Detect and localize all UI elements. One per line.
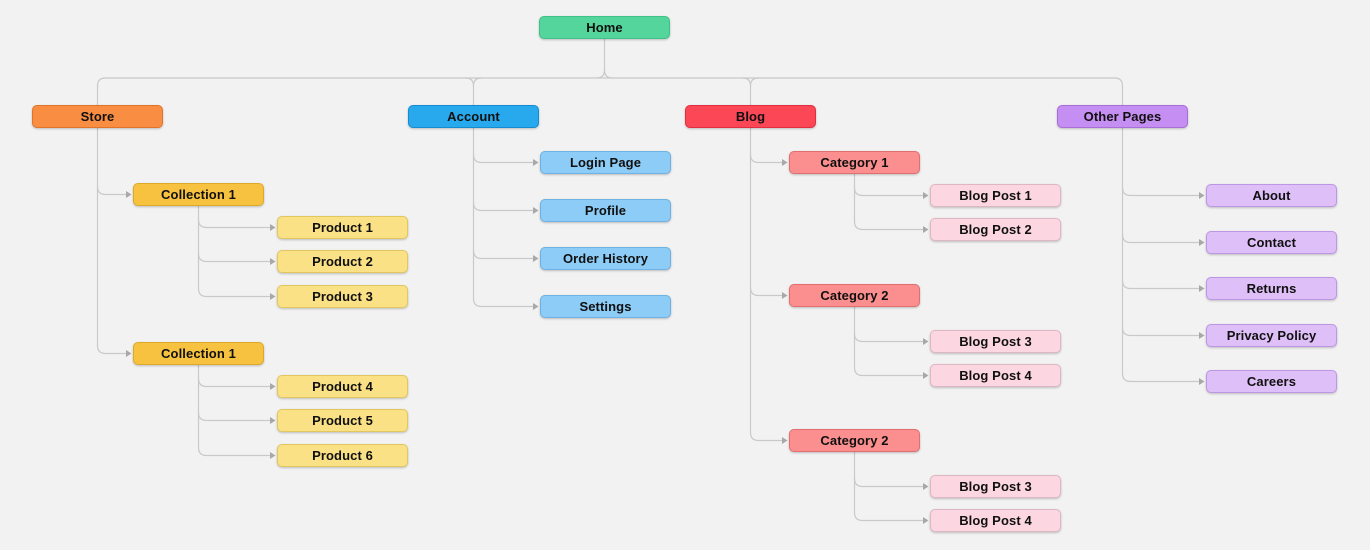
node-label: Careers [1246, 374, 1297, 389]
node-label: Settings [579, 299, 632, 314]
node-label: Blog Post 2 [959, 222, 1032, 237]
node-label: Profile [584, 203, 627, 218]
node-label: Product 3 [312, 289, 373, 304]
node-contact[interactable]: Contact [1206, 231, 1337, 254]
node-label: Returns [1246, 281, 1297, 296]
node-label: Blog [735, 109, 766, 124]
node-label: Category 2 [820, 433, 889, 448]
node-label: Blog Post 4 [959, 368, 1032, 383]
node-label: Collection 1 [161, 346, 236, 361]
node-category-1[interactable]: Category 1 [789, 151, 920, 174]
node-product-4[interactable]: Product 4 [277, 375, 408, 398]
node-label: Privacy Policy [1226, 328, 1317, 343]
node-blog-post-4a[interactable]: Blog Post 4 [930, 364, 1061, 387]
node-privacy-policy[interactable]: Privacy Policy [1206, 324, 1337, 347]
node-label: Category 1 [820, 155, 889, 170]
node-store[interactable]: Store [32, 105, 163, 128]
node-product-1[interactable]: Product 1 [277, 216, 408, 239]
node-account[interactable]: Account [408, 105, 539, 128]
node-order-history[interactable]: Order History [540, 247, 671, 270]
node-product-6[interactable]: Product 6 [277, 444, 408, 467]
node-label: Blog Post 3 [959, 479, 1032, 494]
node-blog-post-2[interactable]: Blog Post 2 [930, 218, 1061, 241]
node-label: Login Page [569, 155, 642, 170]
node-blog-post-3a[interactable]: Blog Post 3 [930, 330, 1061, 353]
node-label: Collection 1 [161, 187, 236, 202]
node-label: Home [586, 20, 623, 35]
node-blog-post-3b[interactable]: Blog Post 3 [930, 475, 1061, 498]
node-careers[interactable]: Careers [1206, 370, 1337, 393]
node-label: Product 6 [312, 448, 373, 463]
node-label: Blog Post 4 [959, 513, 1032, 528]
node-label: Category 2 [820, 288, 889, 303]
node-label: Contact [1246, 235, 1297, 250]
node-collection-1b[interactable]: Collection 1 [133, 342, 264, 365]
node-blog-post-1[interactable]: Blog Post 1 [930, 184, 1061, 207]
node-label: Store [80, 109, 115, 124]
node-label: About [1252, 188, 1291, 203]
node-login-page[interactable]: Login Page [540, 151, 671, 174]
node-product-3[interactable]: Product 3 [277, 285, 408, 308]
node-label: Account [447, 109, 500, 124]
node-product-2[interactable]: Product 2 [277, 250, 408, 273]
node-other-pages[interactable]: Other Pages [1057, 105, 1188, 128]
node-label: Blog Post 3 [959, 334, 1032, 349]
node-label: Product 4 [312, 379, 373, 394]
node-label: Product 2 [312, 254, 373, 269]
node-settings[interactable]: Settings [540, 295, 671, 318]
node-label: Other Pages [1083, 109, 1162, 124]
node-profile[interactable]: Profile [540, 199, 671, 222]
node-blog-post-4b[interactable]: Blog Post 4 [930, 509, 1061, 532]
node-collection-1a[interactable]: Collection 1 [133, 183, 264, 206]
node-label: Order History [562, 251, 649, 266]
node-label: Product 5 [312, 413, 373, 428]
node-label: Product 1 [312, 220, 373, 235]
node-returns[interactable]: Returns [1206, 277, 1337, 300]
node-category-2a[interactable]: Category 2 [789, 284, 920, 307]
node-blog[interactable]: Blog [685, 105, 816, 128]
node-home[interactable]: Home [539, 16, 670, 39]
node-product-5[interactable]: Product 5 [277, 409, 408, 432]
node-about[interactable]: About [1206, 184, 1337, 207]
node-label: Blog Post 1 [959, 188, 1032, 203]
node-category-2b[interactable]: Category 2 [789, 429, 920, 452]
